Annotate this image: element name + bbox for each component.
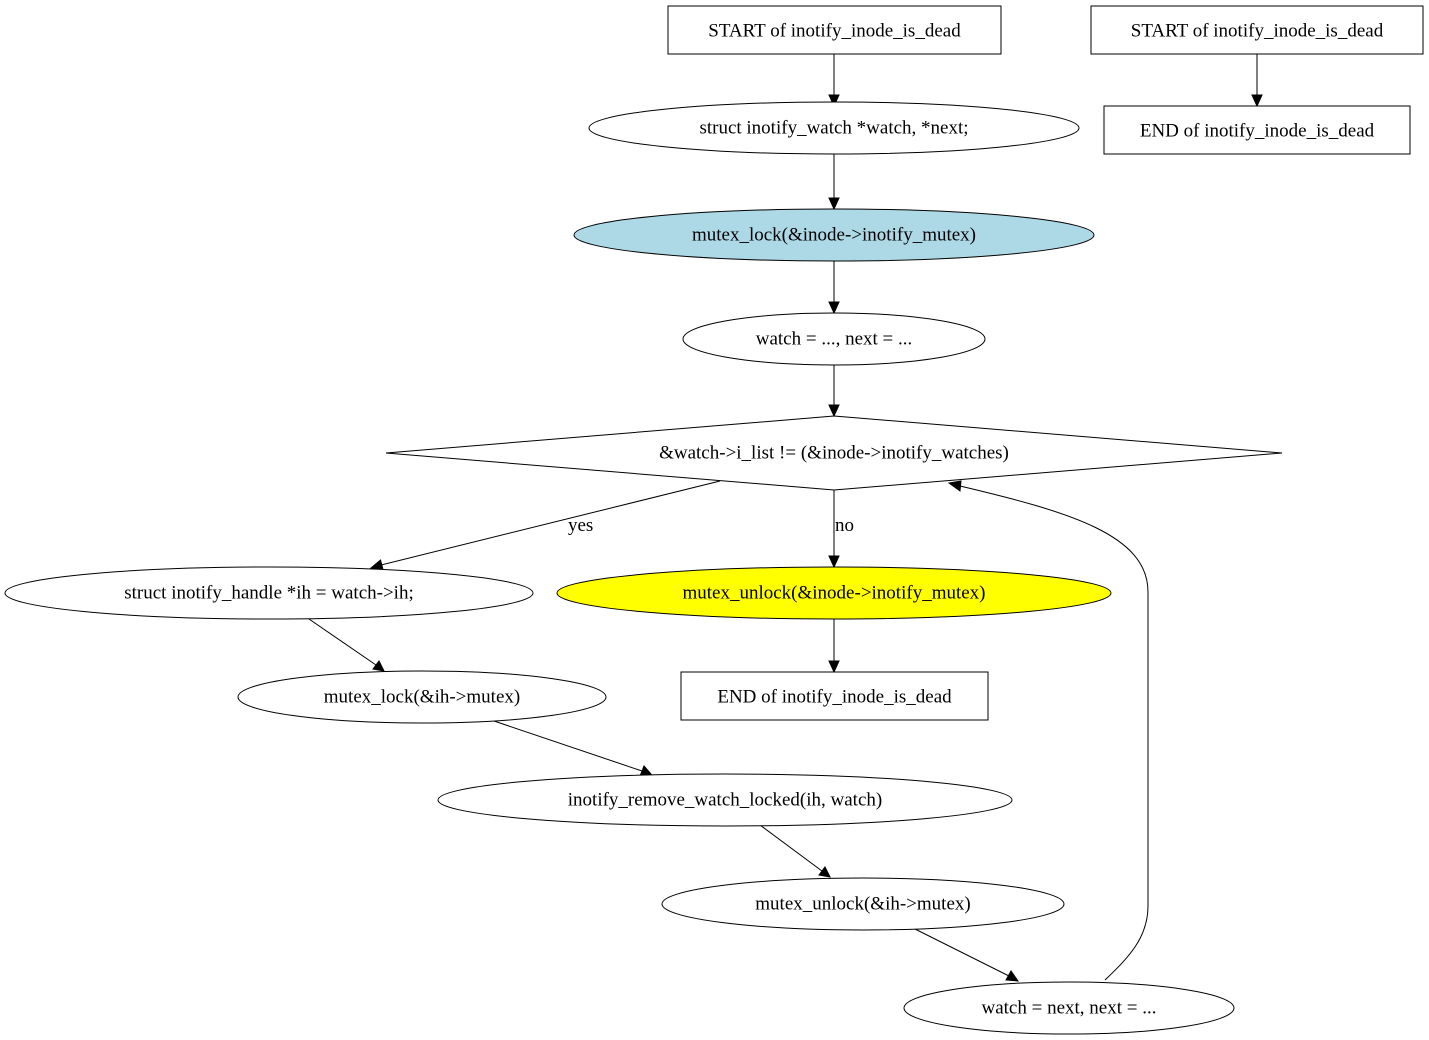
side-start-node: START of inotify_inode_is_dead xyxy=(1090,5,1424,55)
arrowhead xyxy=(828,555,840,569)
arrowhead xyxy=(369,559,384,571)
condition-node: &watch->i_list != (&inode->inotify_watch… xyxy=(385,415,1283,491)
edge-unlock-ih-to-advance xyxy=(914,928,1020,982)
arrowhead xyxy=(372,660,385,672)
lock-ih-node: mutex_lock(&ih->mutex) xyxy=(237,670,607,724)
edge-lock-inode-to-init xyxy=(828,261,840,315)
unlock-ih-node: mutex_unlock(&ih->mutex) xyxy=(661,877,1065,931)
arrowhead xyxy=(818,866,831,878)
arrowhead xyxy=(947,480,962,492)
advance-node: watch = next, next = ... xyxy=(903,981,1235,1035)
nodes-layer: START of inotify_inode_is_dead struct in… xyxy=(4,5,1424,1035)
lock-ih-node-ellipse xyxy=(237,670,607,724)
unlock-inode-node: mutex_unlock(&inode->inotify_mutex) xyxy=(556,566,1112,620)
advance-node-ellipse xyxy=(903,981,1235,1035)
unlock-inode-node-label: mutex_unlock(&inode->inotify_mutex) xyxy=(682,582,985,603)
unlock-ih-node-label: mutex_unlock(&ih->mutex) xyxy=(755,893,970,914)
condition-node-label: &watch->i_list != (&inode->inotify_watch… xyxy=(659,442,1009,463)
arrowhead xyxy=(1005,970,1020,982)
arrowhead xyxy=(828,197,840,211)
edge-start-to-declaration xyxy=(828,54,840,108)
edge-line xyxy=(380,480,721,566)
side-end-node-label: END of inotify_inode_is_dead xyxy=(1140,120,1375,141)
declaration-node-label: struct inotify_watch *watch, *next; xyxy=(699,117,968,138)
remove-watch-node-label: inotify_remove_watch_locked(ih, watch) xyxy=(568,789,882,810)
start-node: START of inotify_inode_is_dead xyxy=(667,5,1002,55)
edge-condition-no: no xyxy=(828,490,854,569)
lock-inode-node: mutex_lock(&inode->inotify_mutex) xyxy=(573,208,1095,262)
edge-line xyxy=(914,928,1010,977)
arrowhead xyxy=(828,301,840,315)
end-node-label: END of inotify_inode_is_dead xyxy=(717,686,952,707)
edge-unlock-inode-to-end xyxy=(828,619,840,674)
end-node: END of inotify_inode_is_dead xyxy=(680,671,989,721)
remove-watch-node: inotify_remove_watch_locked(ih, watch) xyxy=(437,773,1013,827)
edge-line xyxy=(759,824,823,872)
edge-label-yes: yes xyxy=(568,515,593,536)
remove-watch-node-ellipse xyxy=(437,773,1013,827)
edge-remove-to-unlock-ih xyxy=(759,824,831,878)
edge-label-no: no xyxy=(835,515,854,536)
unlock-ih-node-ellipse xyxy=(661,877,1065,931)
end-node-box xyxy=(680,671,989,721)
declaration-node: struct inotify_watch *watch, *next; xyxy=(588,101,1080,155)
arrowhead xyxy=(828,94,840,108)
lock-inode-node-label: mutex_lock(&inode->inotify_mutex) xyxy=(692,224,976,245)
edge-condition-yes: yes xyxy=(369,480,721,571)
init-node-label: watch = ..., next = ... xyxy=(756,328,913,349)
edge-handle-decl-to-lock-ih xyxy=(308,618,385,672)
declaration-node-ellipse xyxy=(588,101,1080,155)
edge-line xyxy=(493,720,643,772)
side-end-node-box xyxy=(1103,105,1411,155)
handle-declaration-node-label: struct inotify_handle *ih = watch->ih; xyxy=(124,582,413,603)
edge-line xyxy=(308,618,377,666)
side-start-node-box xyxy=(1090,5,1424,55)
arrowhead xyxy=(828,660,840,674)
advance-node-label: watch = next, next = ... xyxy=(982,997,1157,1018)
lock-inode-node-ellipse xyxy=(573,208,1095,262)
side-start-node-label: START of inotify_inode_is_dead xyxy=(1131,20,1384,41)
init-node: watch = ..., next = ... xyxy=(682,312,986,366)
edge-advance-loop-to-condition xyxy=(947,480,1149,981)
edge-declaration-to-lock-inode xyxy=(828,154,840,211)
start-node-label: START of inotify_inode_is_dead xyxy=(708,20,961,41)
unlock-inode-node-ellipse xyxy=(556,566,1112,620)
edge-side-start-to-end xyxy=(1251,54,1263,108)
edges-layer: yes no xyxy=(308,54,1263,982)
edge-line xyxy=(959,485,1149,981)
init-node-ellipse xyxy=(682,312,986,366)
handle-declaration-node: struct inotify_handle *ih = watch->ih; xyxy=(4,566,534,620)
side-end-node: END of inotify_inode_is_dead xyxy=(1103,105,1411,155)
edge-lock-ih-to-remove xyxy=(493,720,652,777)
edge-init-to-condition xyxy=(828,365,840,418)
handle-declaration-node-ellipse xyxy=(4,566,534,620)
condition-node-diamond xyxy=(385,415,1283,491)
arrowhead xyxy=(828,404,840,418)
start-node-box xyxy=(667,5,1002,55)
arrowhead xyxy=(1251,94,1263,108)
lock-ih-node-label: mutex_lock(&ih->mutex) xyxy=(324,686,520,707)
